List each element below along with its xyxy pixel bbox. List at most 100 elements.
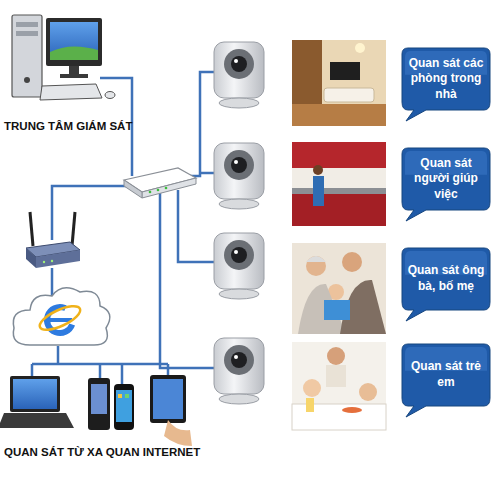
tablet-illustration <box>150 375 186 423</box>
internet-cloud <box>13 288 110 345</box>
ip-camera <box>234 160 238 164</box>
computer-illustration <box>12 15 42 97</box>
network-wire <box>121 364 124 384</box>
network-wire <box>178 190 215 262</box>
tablet-illustration <box>150 375 192 446</box>
speech-bubble-node: Quan sát ông bà, bố mẹ <box>400 246 492 322</box>
network-wire <box>99 364 102 378</box>
device-label: TRUNG TÂM GIÁM SÁT <box>4 120 165 134</box>
grandparents-photo <box>306 256 326 276</box>
speech-bubble-shape <box>402 48 490 121</box>
bubble-text: Quan sát các phòng trong nhà <box>406 50 486 108</box>
ip-camera <box>219 289 259 299</box>
phone-illustration <box>114 384 134 430</box>
children-photo <box>292 342 386 430</box>
computer-illustration <box>69 66 79 74</box>
ip-camera <box>214 338 264 394</box>
ip-camera <box>234 355 238 359</box>
ip-camera <box>231 56 247 72</box>
computer-illustration <box>105 92 115 99</box>
network-wire <box>160 192 215 368</box>
living-room-photo <box>355 43 365 53</box>
grandparents-photo <box>306 256 326 262</box>
children-photo <box>292 342 386 430</box>
bubble-text: Quan sát người giúp việc <box>406 150 486 208</box>
bubble-text: Quan sát trẻ em <box>406 346 486 404</box>
computer-illustration <box>50 22 98 60</box>
phone-illustration <box>118 394 122 398</box>
children-photo <box>327 347 345 365</box>
ip-camera <box>231 247 247 263</box>
wireless-router <box>51 260 53 262</box>
ip-camera <box>234 59 238 63</box>
ip-camera <box>214 233 264 289</box>
kitchen-photo <box>292 142 386 226</box>
network-switch <box>157 189 160 192</box>
bubble-text: Quan sát ông bà, bố mẹ <box>406 250 486 308</box>
ip-camera <box>214 143 264 209</box>
computer-illustration <box>50 46 98 60</box>
ip-camera <box>234 250 238 254</box>
phone-illustration <box>88 378 134 430</box>
computer-illustration <box>12 15 115 100</box>
ip-camera <box>224 49 254 79</box>
ip-camera <box>219 199 259 209</box>
network-wire <box>31 364 34 376</box>
network-switch <box>124 180 142 198</box>
children-photo <box>303 379 321 397</box>
laptop-illustration <box>0 376 74 428</box>
ip-camera <box>214 42 264 108</box>
kitchen-photo <box>292 142 386 226</box>
network-wire <box>57 346 60 364</box>
device-label: QUAN SÁT TỪ XA QUAN INTERNET <box>4 446 205 460</box>
speech-bubble-node: Quan sát người giúp việc <box>400 146 492 222</box>
speech-bubble-shape <box>402 344 490 417</box>
grandparents-photo <box>324 300 350 320</box>
children-photo <box>306 398 314 412</box>
wireless-router <box>26 248 36 268</box>
phone-illustration <box>88 378 110 430</box>
device-node: TRUNG TÂM GIÁM SÁT <box>0 10 165 136</box>
network-wire <box>188 72 215 176</box>
grandparents-photo <box>292 243 386 334</box>
speech-bubble-shape <box>402 248 490 321</box>
phone-illustration <box>91 384 107 414</box>
computer-illustration <box>24 77 30 83</box>
ip-camera <box>224 345 254 375</box>
living-room-photo <box>292 40 386 126</box>
phone-illustration <box>116 390 132 422</box>
device-node: QUAN SÁT TỪ XA QUAN INTERNET <box>0 368 205 462</box>
kitchen-photo <box>292 192 386 226</box>
children-photo <box>326 365 346 387</box>
ip-camera <box>224 240 254 270</box>
living-room-photo <box>292 40 386 126</box>
children-photo <box>359 383 377 401</box>
internet-cloud <box>37 301 84 334</box>
wireless-router <box>43 261 45 263</box>
ip-camera <box>219 98 259 108</box>
network-switch <box>142 178 196 198</box>
network-switch <box>124 168 196 198</box>
speech-bubble-node: Quan sát trẻ em <box>400 342 492 418</box>
laptop-illustration <box>13 379 57 409</box>
ip-camera <box>214 42 264 98</box>
ip-camera <box>231 352 247 368</box>
grandparents-photo <box>292 243 386 334</box>
ip-camera <box>214 338 264 404</box>
computer-illustration <box>60 74 88 78</box>
computer-illustration <box>40 84 102 100</box>
ip-camera <box>219 394 259 404</box>
wireless-router <box>26 212 80 268</box>
network-wire <box>200 172 215 175</box>
ip-camera <box>224 150 254 180</box>
network-wire <box>167 364 170 375</box>
laptop-illustration <box>10 376 60 412</box>
grandparents-photo <box>342 252 362 272</box>
speech-bubble-shape <box>402 148 490 221</box>
kitchen-photo <box>313 165 323 175</box>
network-switch <box>165 187 168 190</box>
internet-cloud <box>13 288 110 345</box>
phone-illustration <box>125 394 129 398</box>
living-room-photo <box>324 88 374 102</box>
